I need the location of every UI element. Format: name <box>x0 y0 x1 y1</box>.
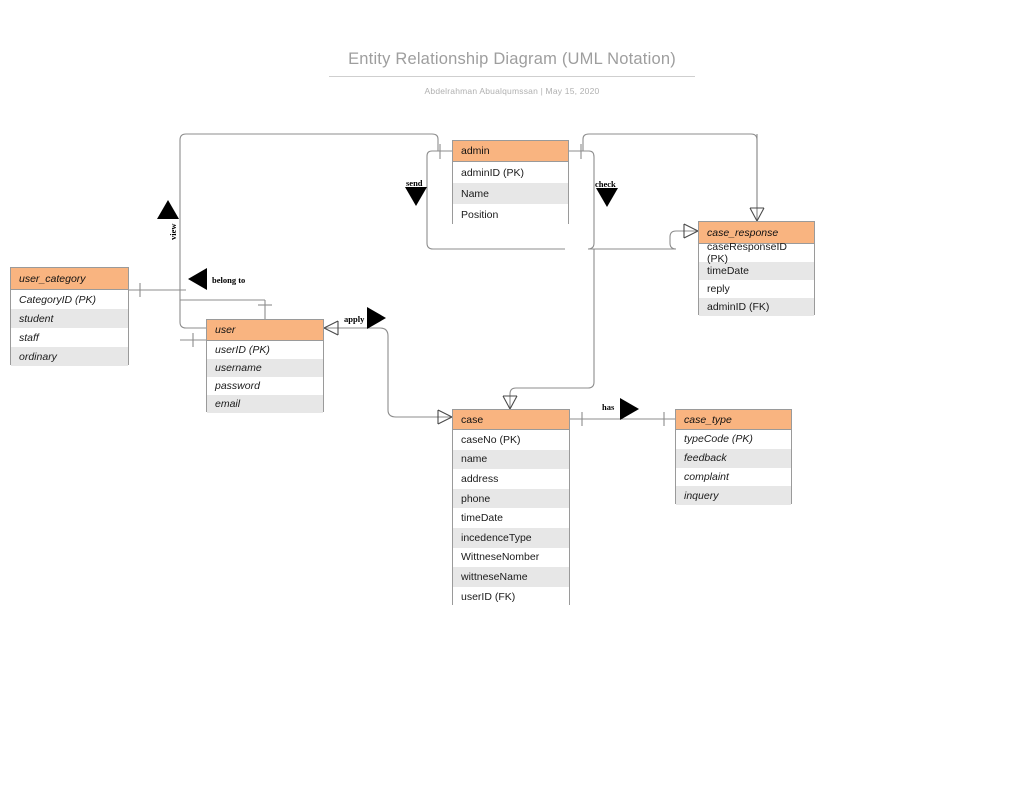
entity-admin-title: admin <box>453 141 568 162</box>
crowsfoot-case-left <box>437 409 453 425</box>
entity-case_response-attribute: reply <box>699 280 814 298</box>
crowsfoot-case-top <box>502 395 518 410</box>
entity-user_category-attribute: student <box>11 309 128 328</box>
relationship-marker-send-triangle-down-icon <box>405 187 427 206</box>
connector-check-loop <box>569 133 758 221</box>
connector-view-loop <box>179 133 452 329</box>
entity-case-attribute: caseNo (PK) <box>453 430 569 450</box>
entity-user_category-attribute: staff <box>11 328 128 347</box>
entity-case-attribute: name <box>453 449 569 470</box>
relationship-marker-has-triangle-right-icon <box>620 398 639 420</box>
crowsfoot-user-right <box>323 320 339 336</box>
entity-case_type-attribute: typeCode (PK) <box>676 430 791 449</box>
entity-admin-attribute: Name <box>453 183 568 204</box>
relationship-marker-check-triangle-down-icon <box>596 188 618 207</box>
page-title: Entity Relationship Diagram (UML Notatio… <box>348 50 676 68</box>
crowsfoot-caseresponse-top <box>749 207 765 222</box>
entity-case_type-attribute: feedback <box>676 448 791 468</box>
entity-case-attribute: incedenceType <box>453 527 569 548</box>
connector-caseresponse-left <box>669 230 698 250</box>
relationship-marker-apply-triangle-right-icon <box>367 307 386 329</box>
entity-case_response-attribute: adminID (FK) <box>699 298 814 316</box>
entity-case_type-attribute: inquery <box>676 486 791 506</box>
entity-case-attribute: wittneseName <box>453 567 569 587</box>
entity-admin-attribute: adminID (PK) <box>453 162 568 183</box>
title-divider <box>329 76 695 77</box>
relationship-label-has: has <box>602 402 615 412</box>
entity-case-title: case <box>453 410 569 430</box>
page-subtitle: Abdelrahman Abualqumssan | May 15, 2020 <box>424 86 600 96</box>
connector-admin-left <box>426 150 565 250</box>
entity-case_type-title: case_type <box>676 410 791 430</box>
relationship-marker-view-triangle-up-icon <box>157 200 179 219</box>
connector-admin-right <box>569 150 676 250</box>
relationship-label-check: check <box>595 179 616 189</box>
entity-case-attribute: WittneseNomber <box>453 547 569 568</box>
relationship-marker-belong-to-triangle-left-icon <box>188 268 207 290</box>
entity-admin-attribute: Position <box>453 204 568 225</box>
entity-case-attribute: phone <box>453 488 569 509</box>
relationship-label-apply: apply <box>344 314 365 324</box>
entity-case_response-attribute: timeDate <box>699 262 814 280</box>
entity-case_response-attribute: caseResponseID (PK) <box>699 241 814 265</box>
entity-user-title: user <box>207 320 323 341</box>
entity-case-attribute: timeDate <box>453 508 569 528</box>
crowsfoot-caseresponse-left <box>683 223 699 239</box>
entity-case-attribute: userID (FK) <box>453 586 569 607</box>
entity-user-attribute: username <box>207 359 323 377</box>
entity-user_category-attribute: ordinary <box>11 347 128 366</box>
relationship-label-belong-to: belong to <box>212 275 246 285</box>
entity-case_type-attribute: complaint <box>676 467 791 487</box>
entity-user-attribute: password <box>207 377 323 395</box>
relationship-label-view: view <box>168 223 178 240</box>
entity-case_response-title: case_response <box>699 222 814 244</box>
entity-case-attribute: address <box>453 469 569 489</box>
entity-user_category-attribute: CategoryID (PK) <box>11 290 128 309</box>
connector-case-top <box>509 249 595 409</box>
entity-user_category-title: user_category <box>11 268 128 290</box>
entity-user-attribute: email <box>207 395 323 413</box>
entity-user-attribute: userID (PK) <box>207 341 323 359</box>
relationship-label-send: send <box>406 178 423 188</box>
connector-user-case <box>324 327 452 418</box>
